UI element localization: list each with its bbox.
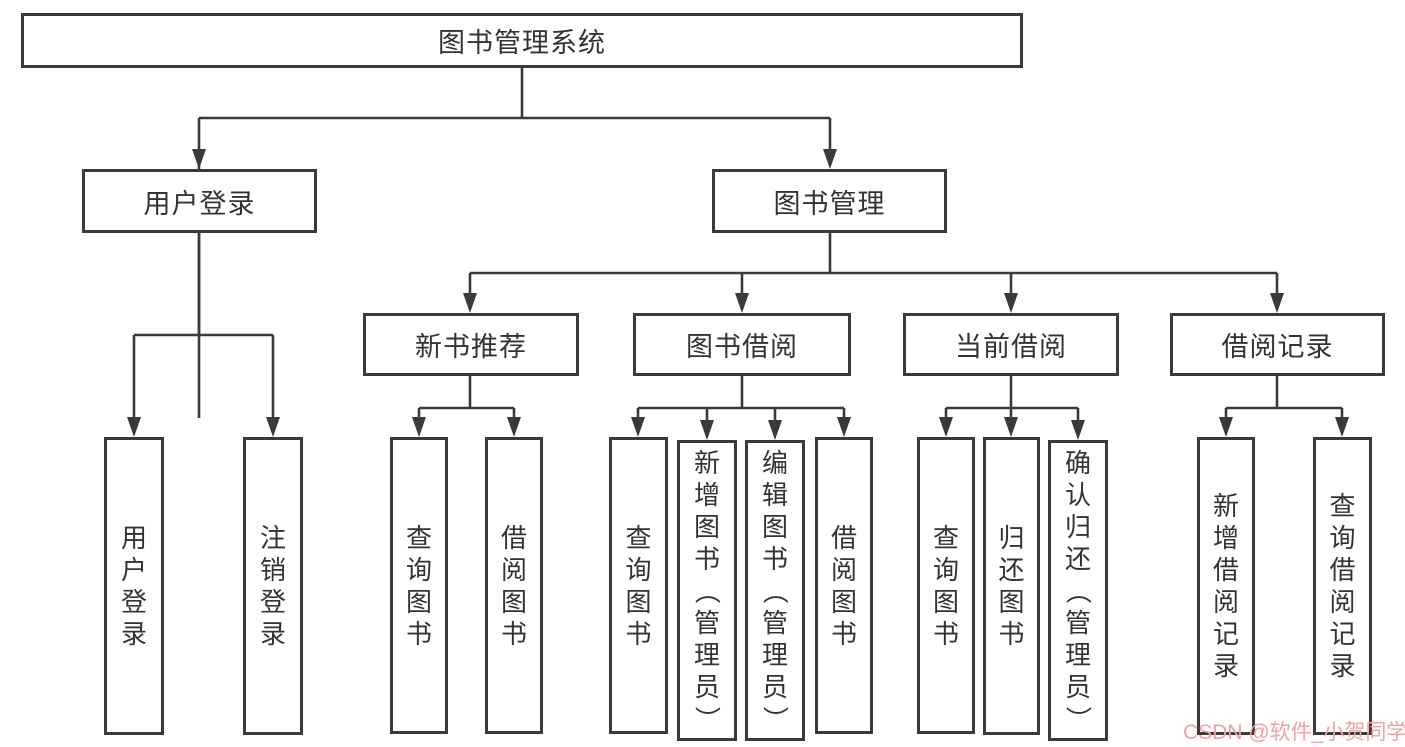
connector-borrow-records-children: [1224, 376, 1344, 418]
leaf-records-query-record: 查询借阅记录: [1313, 437, 1372, 735]
node-book-management: 图书管理: [712, 169, 947, 233]
arrowheads: [127, 149, 1349, 440]
leaf-logout: 注销登录: [243, 437, 303, 735]
node-user-login: 用户登录: [82, 169, 317, 233]
node-current-borrow: 当前借阅: [903, 313, 1119, 376]
leaf-current-query-books: 查询图书: [917, 437, 975, 734]
connector-current-borrow-children: [944, 376, 1080, 421]
connector-user-login-children: [132, 233, 275, 418]
node-borrow-records: 借阅记录: [1170, 313, 1385, 376]
node-book-borrow: 图书借阅: [633, 313, 851, 376]
leaf-borrow-query-books: 查询图书: [609, 437, 668, 734]
connector-new-book-children: [417, 376, 516, 418]
node-new-book-recommend: 新书推荐: [363, 313, 579, 376]
leaf-current-confirm-return-admin: 确认归还（管理员）: [1048, 440, 1108, 741]
csdn-watermark: CSDN @软件_小贺同学: [1183, 721, 1405, 744]
leaf-newbook-borrow-books: 借阅图书: [485, 437, 543, 734]
leaf-borrow-add-books-admin: 新增图书（管理员）: [677, 440, 737, 741]
leaf-user-login: 用户登录: [104, 437, 164, 735]
leaf-borrow-borrow-books: 借阅图书: [815, 437, 873, 734]
connector-book-borrow-children: [636, 376, 846, 421]
connector-root-to-level2: [197, 68, 832, 418]
leaf-records-add-record: 新增借阅记录: [1197, 437, 1255, 735]
leaf-borrow-edit-books-admin: 编辑图书（管理员）: [745, 440, 805, 741]
leaf-current-return-books: 归还图书: [983, 437, 1040, 735]
leaf-newbook-query-books: 查询图书: [390, 437, 448, 734]
connector-book-management-children: [468, 233, 1279, 294]
root-box-library-system: 图书管理系统: [21, 13, 1023, 68]
